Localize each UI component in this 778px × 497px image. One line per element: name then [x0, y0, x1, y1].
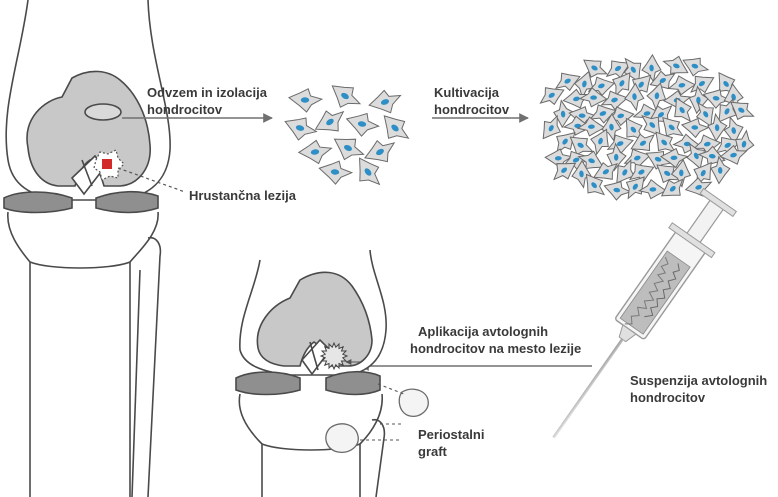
culture-label: Kultivacija hondrocitov — [434, 84, 509, 118]
application-label-line2: hondrocitov na mesto lezije — [410, 340, 581, 357]
chondrocyte-culture-icon — [535, 52, 758, 205]
graft-label-line1: Periostalni — [418, 426, 484, 443]
lesion-label: Hrustančna lezija — [189, 187, 296, 204]
chondrocyte-cell — [375, 109, 415, 148]
chondrocyte-cell — [310, 103, 350, 141]
chondrocyte-cell — [281, 113, 319, 144]
harvest-label: Odvzem in izolacija hondrocitov — [147, 84, 267, 118]
chondrocyte-cell — [366, 86, 405, 119]
chondrocyte-cell — [289, 89, 322, 112]
lesion-label-text: Hrustančna lezija — [189, 187, 296, 204]
chondrocyte-cell — [318, 159, 353, 185]
chondrocyte-cluster-icon — [281, 78, 415, 192]
suspension-label-line1: Suspenzija avtolognih — [630, 372, 767, 389]
chondrocyte-cell — [297, 138, 333, 167]
suspension-label: Suspenzija avtolognih hondrocitov — [630, 372, 767, 406]
culture-label-line1: Kultivacija — [434, 84, 509, 101]
syringe-icon — [532, 185, 741, 452]
application-label-line1: Aplikacija avtolognih — [410, 323, 581, 340]
graft-label-line2: graft — [418, 443, 484, 460]
graft-label: Periostalni graft — [418, 426, 484, 460]
chondrocyte-cell — [325, 78, 365, 114]
implant-cells-shape — [321, 343, 347, 369]
culture-label-line2: hondrocitov — [434, 101, 509, 118]
harvest-label-line2: hondrocitov — [147, 101, 267, 118]
application-label: Aplikacija avtolognih hondrocitov na mes… — [410, 323, 581, 357]
implant-icon — [321, 343, 347, 369]
knee-joint-icon — [236, 250, 386, 497]
harvest-label-line1: Odvzem in izolacija — [147, 84, 267, 101]
chondrocyte-cell — [344, 110, 380, 139]
suspension-label-line2: hondrocitov — [630, 389, 767, 406]
knee-joint-icon — [4, 0, 170, 497]
